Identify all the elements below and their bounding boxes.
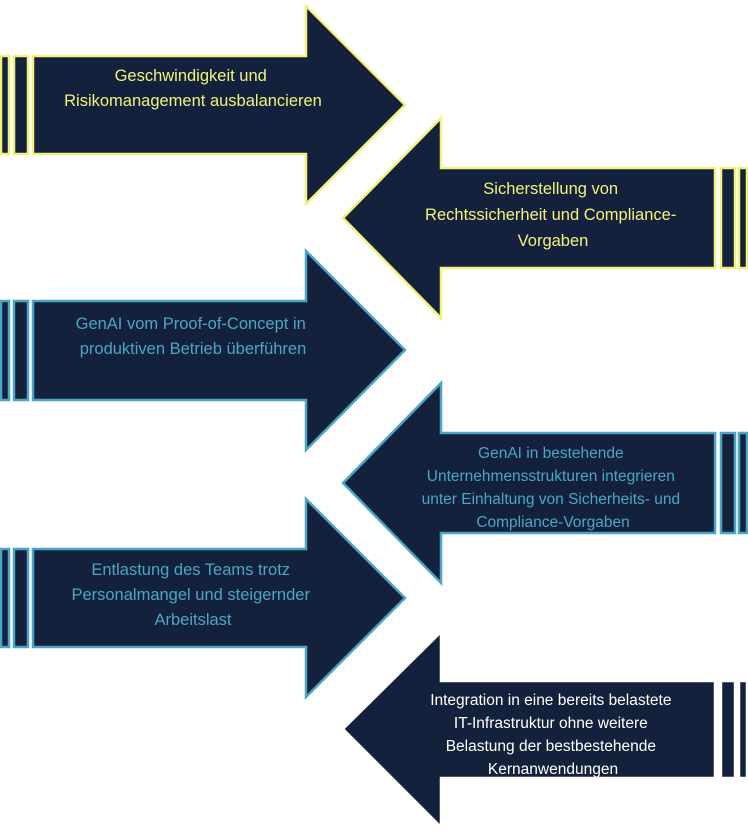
arrow-4-body xyxy=(341,379,717,587)
arrow-3: GenAI vom Proof-of-Concept in produktive… xyxy=(0,247,407,454)
arrow-3-line-2: produktiven Betrieb überführen xyxy=(80,340,307,358)
arrow-2-line-3: Vorgaben xyxy=(518,232,589,250)
arrow-5-line-3: Arbeitslast xyxy=(154,611,231,629)
svg-text:GenAI in bestehende Unte: GenAI in bestehende Unternehmensstruktur… xyxy=(422,445,685,531)
arrow-4-line-1: GenAI in bestehende xyxy=(478,445,624,462)
arrow-5: Entlastung des Teams trotz Personalmange… xyxy=(0,495,407,701)
arrow-1-stripe-2 xyxy=(12,54,30,156)
arrow-6-line-1: Integration in eine bereits belastete xyxy=(430,692,671,709)
svg-text:Integration in eine bereits be: Integration in eine bereits belastete IT… xyxy=(430,692,676,778)
arrow-2-line-1: Sicherstellung von xyxy=(483,180,618,198)
arrow-6-stripe-1 xyxy=(719,679,737,780)
arrow-5-body xyxy=(31,495,407,701)
arrow-1-line-2: Risikomanagement ausbalancieren xyxy=(64,92,322,110)
arrow-2-body xyxy=(341,114,717,322)
arrow-6-body xyxy=(341,629,717,831)
svg-text:GenAI vom Proof-of-Concept in: GenAI vom Proof-of-Concept in produktive… xyxy=(76,315,311,358)
arrow-2-stripe-2 xyxy=(737,166,748,270)
arrow-4-line-2: Unternehmensstrukturen integrieren xyxy=(427,468,675,485)
arrow-3-stripe-1 xyxy=(0,299,11,402)
svg-text:Sicherstellung von Recht: Sicherstellung von Rechtssicherheit und … xyxy=(425,180,681,250)
arrow-4-stripe-2 xyxy=(737,431,748,535)
arrow-5-line-2: Personalmangel und steigernder xyxy=(71,586,310,604)
svg-text:Entlastung des Teams trotz: Entlastung des Teams trotz Personalmange… xyxy=(71,561,314,629)
arrow-4: GenAI in bestehende Unternehmensstruktur… xyxy=(341,379,748,587)
arrow-4-stripe-1 xyxy=(719,431,737,535)
arrow-5-stripe-2 xyxy=(12,547,30,649)
arrow-6-line-3: Belastung der bestbestehende xyxy=(446,738,656,755)
arrow-4-line-3: unter Einhaltung von Sicherheits- und xyxy=(422,491,681,508)
arrow-5-stripe-1 xyxy=(0,547,11,649)
arrow-6-line-4: Kernanwendungen xyxy=(488,761,618,778)
arrow-2-stripe-1 xyxy=(719,166,737,270)
arrow-6-stripe-2 xyxy=(737,679,748,780)
arrow-2-line-2: Rechtssicherheit und Compliance- xyxy=(425,206,676,224)
arrow-1: Geschwindigkeit und Risikomanagement aus… xyxy=(0,2,407,208)
arrow-1-body xyxy=(31,2,407,208)
arrow-4-line-4: Compliance-Vorgaben xyxy=(476,514,629,531)
arrow-3-stripe-2 xyxy=(12,299,30,402)
arrow-6: Integration in eine bereits belastete IT… xyxy=(341,629,748,831)
arrow-1-line-1: Geschwindigkeit und xyxy=(115,67,267,85)
arrow-5-line-1: Entlastung des Teams trotz xyxy=(91,561,290,579)
arrow-3-line-1: GenAI vom Proof-of-Concept in xyxy=(76,315,306,333)
svg-text:Geschwindigkeit und Risi: Geschwindigkeit und Risikomanagement aus… xyxy=(64,67,322,110)
arrow-6-line-2: IT-Infrastruktur ohne weitere xyxy=(454,715,648,732)
arrow-2: Sicherstellung von Rechtssicherheit und … xyxy=(341,114,748,322)
arrow-3-body xyxy=(31,247,407,454)
arrow-1-stripe-1 xyxy=(0,54,11,156)
